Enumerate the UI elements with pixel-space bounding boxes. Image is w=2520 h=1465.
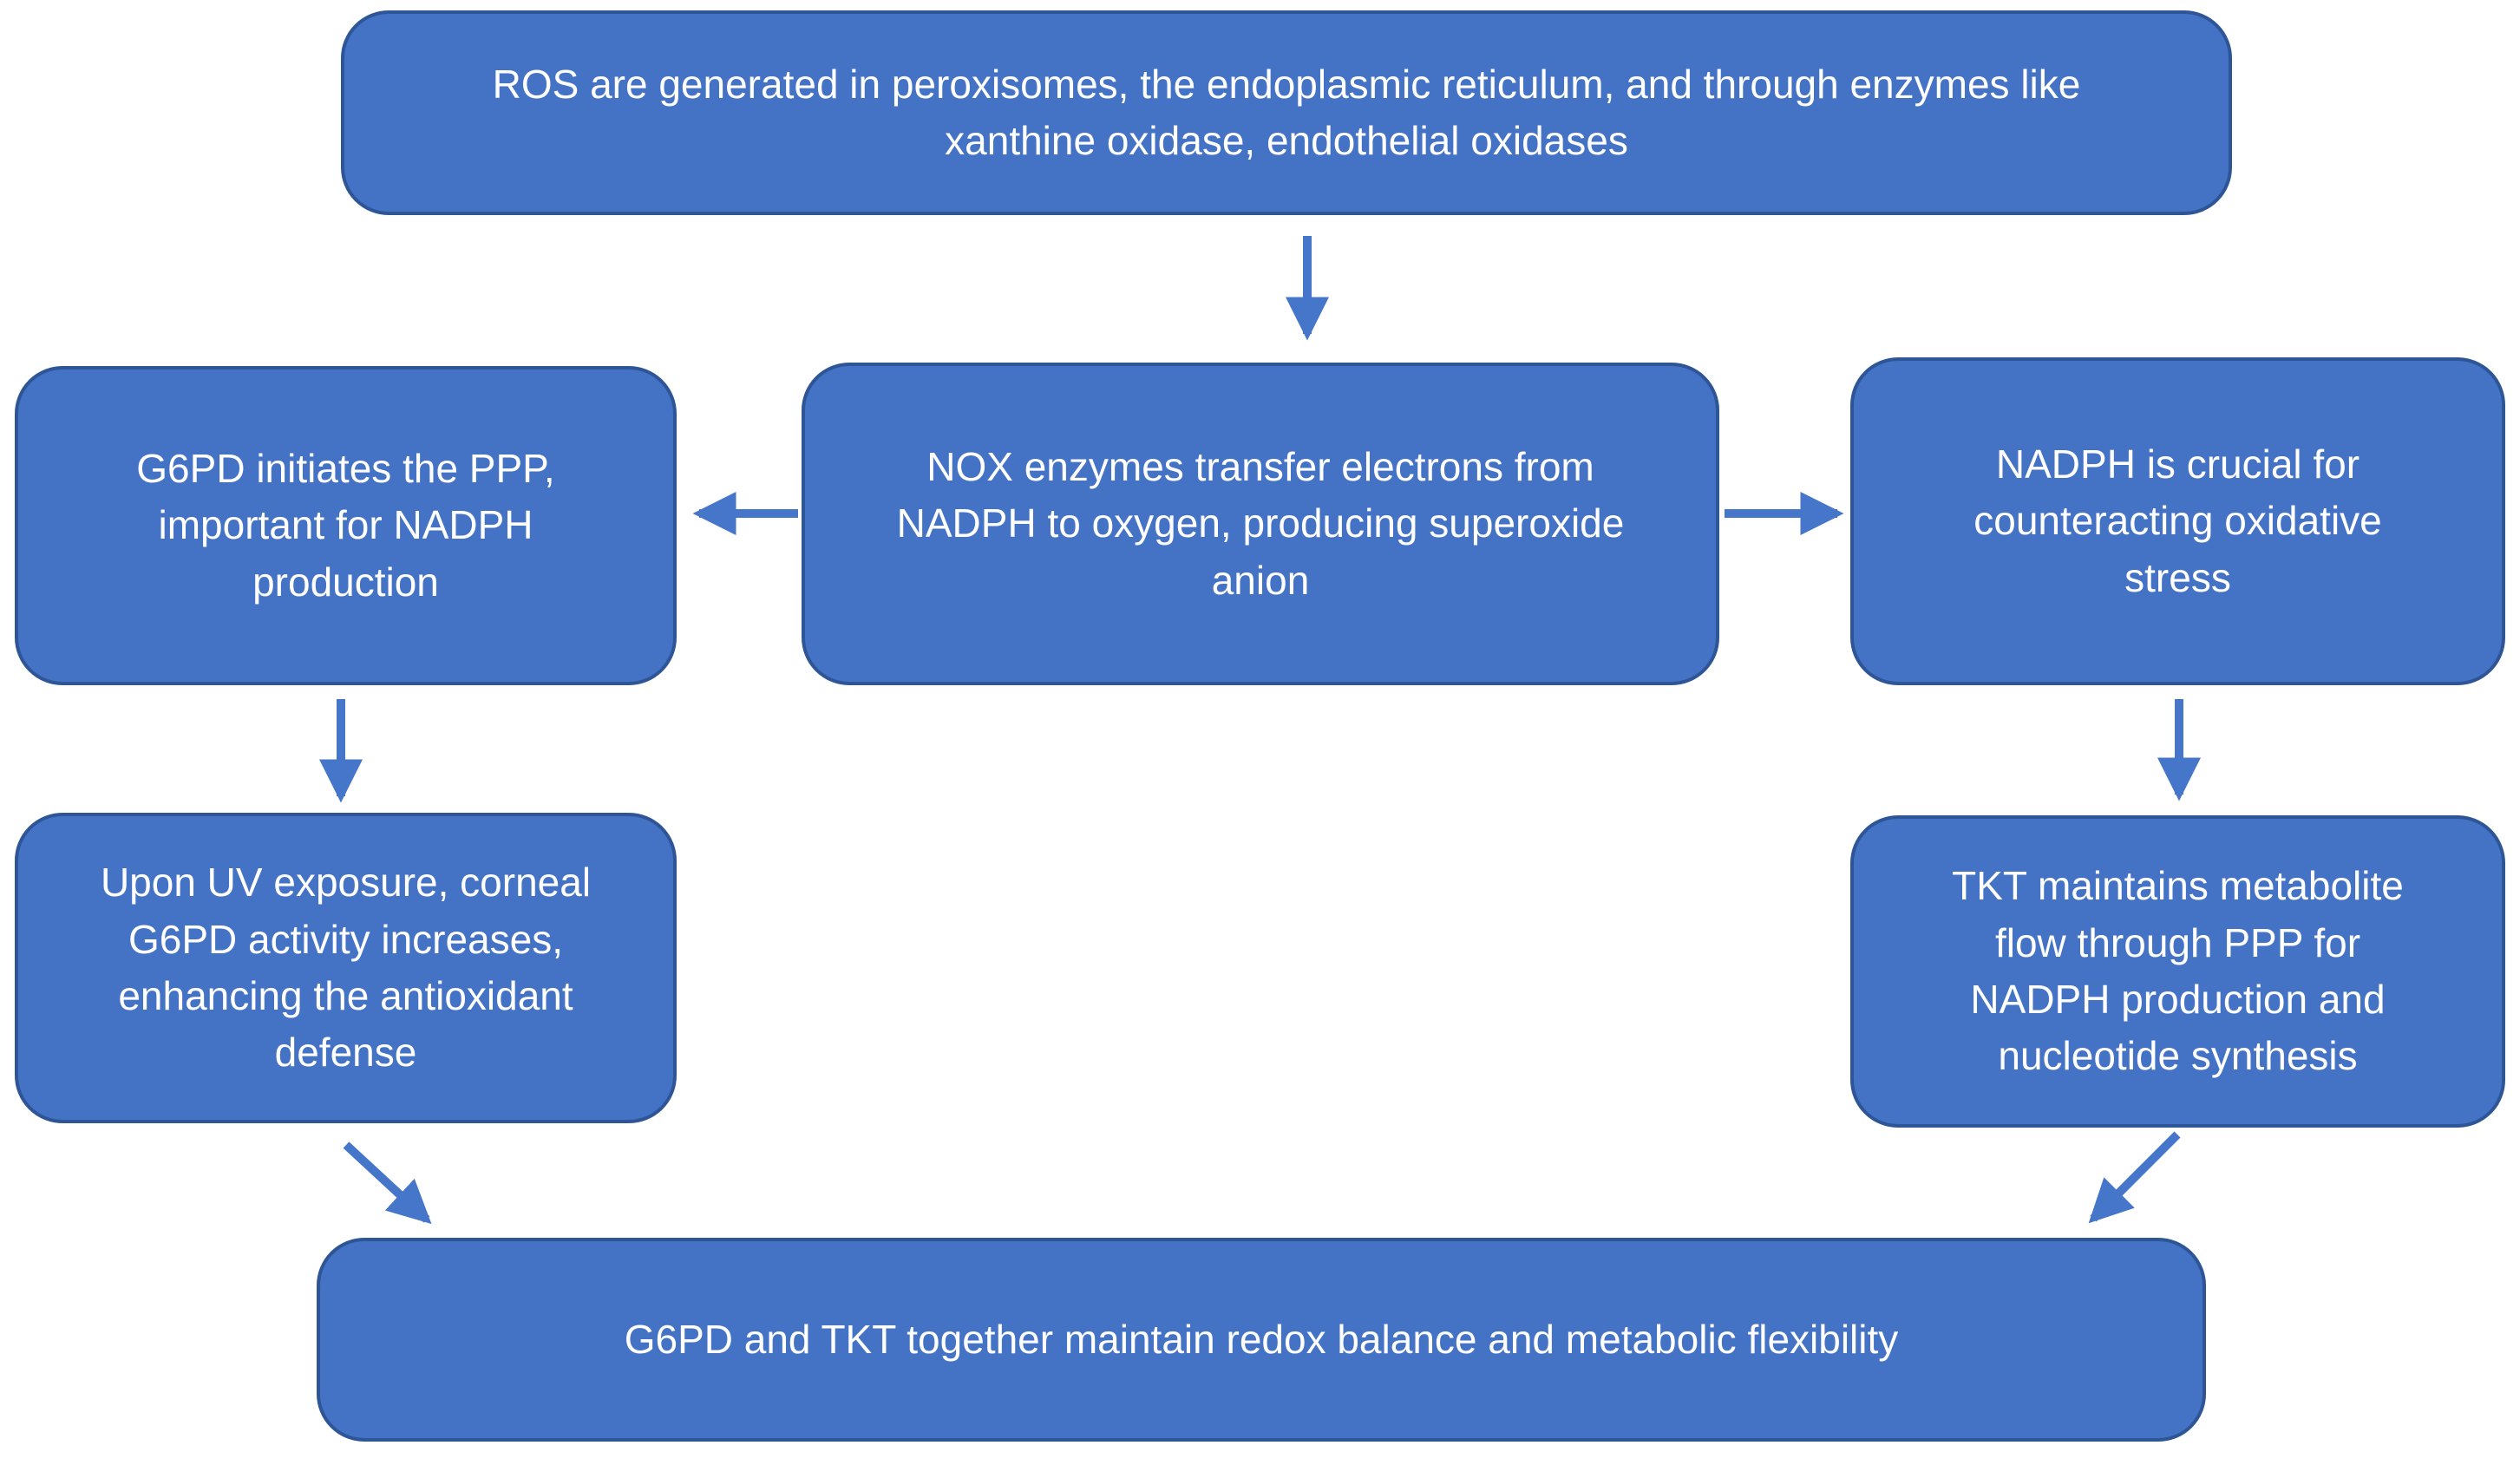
node-tkt-metabolite-label: TKT maintains metabolite flow through PP… xyxy=(1952,863,2404,1079)
node-uv-exposure: Upon UV exposure, corneal G6PD activity … xyxy=(15,813,677,1123)
node-nox-enzymes: NOX enzymes transfer electrons from NADP… xyxy=(802,363,1719,685)
node-ros-generation-label: ROS are generated in peroxisomes, the en… xyxy=(492,61,2081,163)
node-ros-generation: ROS are generated in peroxisomes, the en… xyxy=(341,10,2232,215)
node-nadph-stress-label: NADPH is crucial for counteracting oxida… xyxy=(1973,441,2382,600)
node-g6pd-ppp-label: G6PD initiates the PPP, important for NA… xyxy=(136,446,555,605)
arrow-uv-to-summary xyxy=(343,1141,432,1225)
node-nox-enzymes-label: NOX enzymes transfer electrons from NADP… xyxy=(896,444,1625,603)
node-uv-exposure-label: Upon UV exposure, corneal G6PD activity … xyxy=(100,860,592,1076)
arrow-tkt-to-summary xyxy=(2088,1131,2181,1224)
node-summary: G6PD and TKT together maintain redox bal… xyxy=(317,1238,2206,1442)
node-tkt-metabolite: TKT maintains metabolite flow through PP… xyxy=(1850,815,2505,1128)
node-nadph-stress: NADPH is crucial for counteracting oxida… xyxy=(1850,357,2505,685)
node-summary-label: G6PD and TKT together maintain redox bal… xyxy=(624,1316,1899,1362)
node-g6pd-ppp: G6PD initiates the PPP, important for NA… xyxy=(15,366,677,685)
